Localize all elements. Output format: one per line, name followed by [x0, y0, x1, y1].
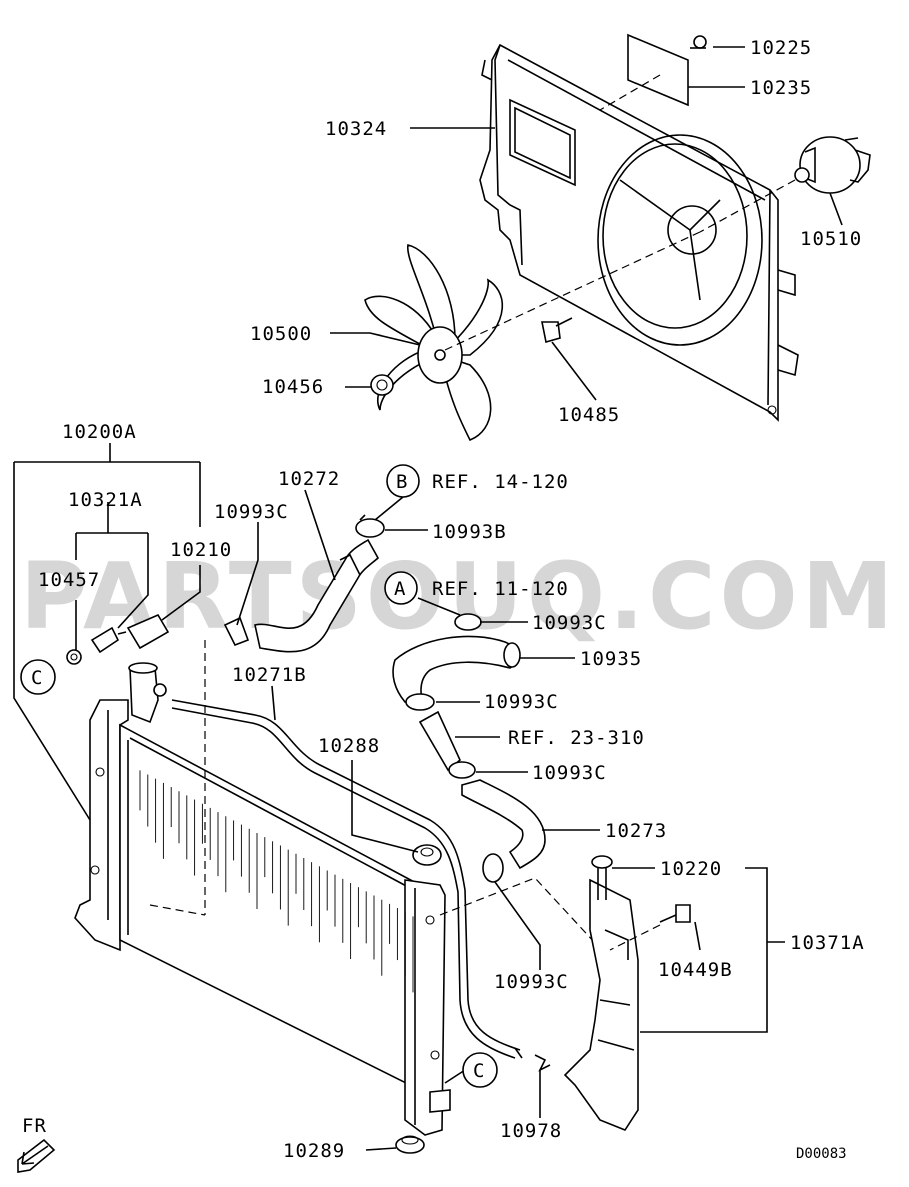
label-10225: 10225 — [750, 37, 812, 59]
hose-clamp-mid[interactable] — [405, 693, 435, 711]
fan-shroud[interactable] — [479, 43, 799, 422]
hose-clamp-lower[interactable] — [448, 761, 476, 779]
label-10371A: 10371A — [790, 932, 865, 954]
ref-11-120: REF. 11-120 — [432, 578, 569, 600]
label-10449B: 10449B — [658, 959, 733, 981]
front-direction-arrow: FR — [17, 1115, 56, 1173]
upper-hose-radiator-clamp[interactable] — [223, 616, 250, 647]
radiator-cap[interactable] — [126, 613, 170, 650]
label-10324: 10324 — [325, 118, 387, 140]
lower-radiator-hose[interactable] — [461, 779, 546, 870]
label-10935: 10935 — [580, 648, 642, 670]
hose-clip[interactable] — [534, 1054, 551, 1072]
svg-text:B: B — [396, 471, 408, 493]
diagram-code: D00083 — [796, 1146, 847, 1162]
label-10978: 10978 — [500, 1120, 562, 1142]
reserve-tank-cap[interactable] — [591, 855, 613, 900]
label-10271B: 10271B — [232, 664, 307, 686]
ref-23-310: REF. 23-310 — [508, 727, 645, 749]
shroud-bolt[interactable] — [541, 317, 573, 344]
plate-screw[interactable] — [690, 35, 707, 49]
fan-nut[interactable] — [370, 374, 394, 396]
label-10456: 10456 — [262, 376, 324, 398]
label-10993B: 10993B — [432, 521, 507, 543]
label-10273: 10273 — [605, 820, 667, 842]
label-10993C-a: 10993C — [532, 612, 607, 634]
svg-text:C: C — [473, 1060, 485, 1082]
svg-text:A: A — [394, 578, 406, 600]
label-10210: 10210 — [170, 539, 232, 561]
callout-c-bottom: C — [462, 1052, 498, 1088]
callout-a: A — [384, 571, 418, 605]
o-ring[interactable] — [66, 649, 82, 665]
reserve-tank[interactable] — [563, 878, 639, 1131]
upper-radiator-hose[interactable] — [254, 538, 380, 653]
mount-grommet-lower[interactable] — [395, 1135, 425, 1154]
callout-b: B — [386, 464, 420, 498]
hose-clamp-a[interactable] — [454, 613, 482, 631]
label-10288: 10288 — [318, 735, 380, 757]
label-10485: 10485 — [558, 404, 620, 426]
label-10235: 10235 — [750, 77, 812, 99]
label-10220: 10220 — [660, 858, 722, 880]
ref-14-120: REF. 14-120 — [432, 471, 569, 493]
overflow-hose[interactable] — [171, 699, 523, 1059]
label-10457: 10457 — [38, 569, 100, 591]
label-10993C-b: 10993C — [484, 691, 559, 713]
callout-c-left: C — [20, 659, 56, 695]
radiator-fins — [139, 770, 414, 993]
label-10993C-top: 10993C — [214, 501, 289, 523]
leader-lines — [13, 46, 843, 1151]
label-10993C-d: 10993C — [494, 971, 569, 993]
mount-grommet-upper[interactable] — [412, 844, 442, 866]
thermostat-pipe[interactable] — [418, 710, 461, 772]
drain-plug[interactable] — [90, 626, 127, 654]
label-10321A: 10321A — [68, 489, 143, 511]
fan-blade[interactable] — [364, 231, 701, 442]
label-10289: 10289 — [283, 1140, 345, 1162]
label-10200A: 10200A — [62, 421, 137, 443]
heater-hose[interactable] — [392, 635, 521, 703]
svg-text:C: C — [31, 667, 43, 689]
radiator[interactable] — [74, 662, 451, 1136]
label-10500: 10500 — [250, 323, 312, 345]
label-plate[interactable] — [599, 33, 689, 111]
label-10272: 10272 — [278, 468, 340, 490]
hose-clamp-bottom[interactable] — [482, 853, 504, 883]
label-10510: 10510 — [800, 228, 862, 250]
label-10993C-c: 10993C — [532, 762, 607, 784]
upper-hose-clamp[interactable] — [355, 514, 385, 538]
tank-bolt[interactable] — [609, 904, 691, 951]
svg-text:FR: FR — [22, 1115, 47, 1137]
